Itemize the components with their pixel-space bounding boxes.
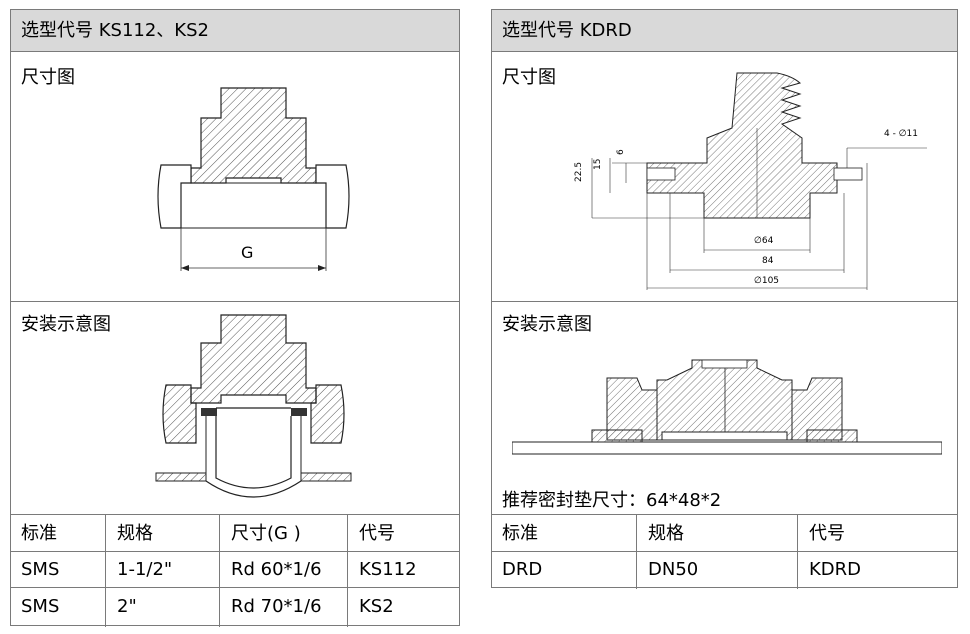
holes-dimension: 4 - ∅11 (884, 129, 918, 139)
left-row2-spec: 2" (117, 596, 137, 617)
right-header-spec: 规格 (648, 523, 684, 544)
left-row1-spec: 1-1/2" (117, 559, 173, 580)
right-dimension-label: 尺寸图 (502, 67, 556, 88)
kdrd-dimension-drawing (591, 72, 927, 290)
left-row1-size: Rd 60*1/6 (231, 559, 322, 580)
g-dimension-label: G (241, 243, 254, 262)
left-header-code: 代号 (359, 523, 395, 544)
right-row1-standard: DRD (502, 559, 543, 580)
left-table-col3 (347, 514, 348, 627)
right-table-col2 (797, 514, 798, 589)
left-table-top (11, 514, 459, 515)
right-install-label: 安装示意图 (502, 314, 592, 335)
left-table-row2-line (11, 587, 459, 588)
ks-dimension-drawing (157, 87, 350, 271)
left-dimension-label: 尺寸图 (21, 67, 75, 88)
right-header-code: 代号 (809, 523, 845, 544)
h6-dimension: 6 (616, 149, 626, 155)
left-header-standard: 标准 (21, 523, 57, 544)
ks-installation-drawing (155, 314, 352, 498)
right-row1-spec: DN50 (648, 559, 699, 580)
right-panel-title: 选型代号 KDRD (492, 10, 957, 52)
left-row1-code: KS112 (359, 559, 417, 580)
left-row2-code: KS2 (359, 596, 394, 617)
left-section-divider (11, 301, 459, 302)
left-panel: 选型代号 KS112、KS2 尺寸图 G 安装示意图 (10, 9, 460, 627)
left-table-col2 (219, 514, 220, 627)
left-install-label: 安装示意图 (21, 314, 111, 335)
left-panel-title: 选型代号 KS112、KS2 (11, 10, 459, 52)
right-panel: 选型代号 KDRD 尺寸图 4 - ∅11 ∅64 84 ∅105 22.5 1… (491, 9, 958, 589)
d84-dimension: 84 (762, 256, 774, 266)
left-table-col1 (105, 514, 106, 627)
recommended-gasket-size: 推荐密封垫尺寸：64*48*2 (502, 490, 722, 511)
left-row2-size: Rd 70*1/6 (231, 596, 322, 617)
right-row1-code: KDRD (809, 559, 862, 580)
left-row2-standard: SMS (21, 596, 60, 617)
left-table-row1-line (11, 551, 459, 552)
h15-dimension: 15 (593, 158, 603, 170)
d64-dimension: ∅64 (754, 236, 774, 246)
right-table-top (492, 514, 957, 515)
left-row1-standard: SMS (21, 559, 60, 580)
kdrd-installation-drawing (512, 359, 942, 455)
h225-dimension: 22.5 (574, 161, 584, 182)
left-header-size: 尺寸(G ) (231, 523, 301, 544)
d105-dimension: ∅105 (754, 276, 780, 286)
right-table-col1 (636, 514, 637, 589)
right-header-standard: 标准 (502, 523, 538, 544)
left-header-spec: 规格 (117, 523, 153, 544)
right-section-divider (492, 301, 957, 302)
right-table-row1-line (492, 551, 957, 552)
